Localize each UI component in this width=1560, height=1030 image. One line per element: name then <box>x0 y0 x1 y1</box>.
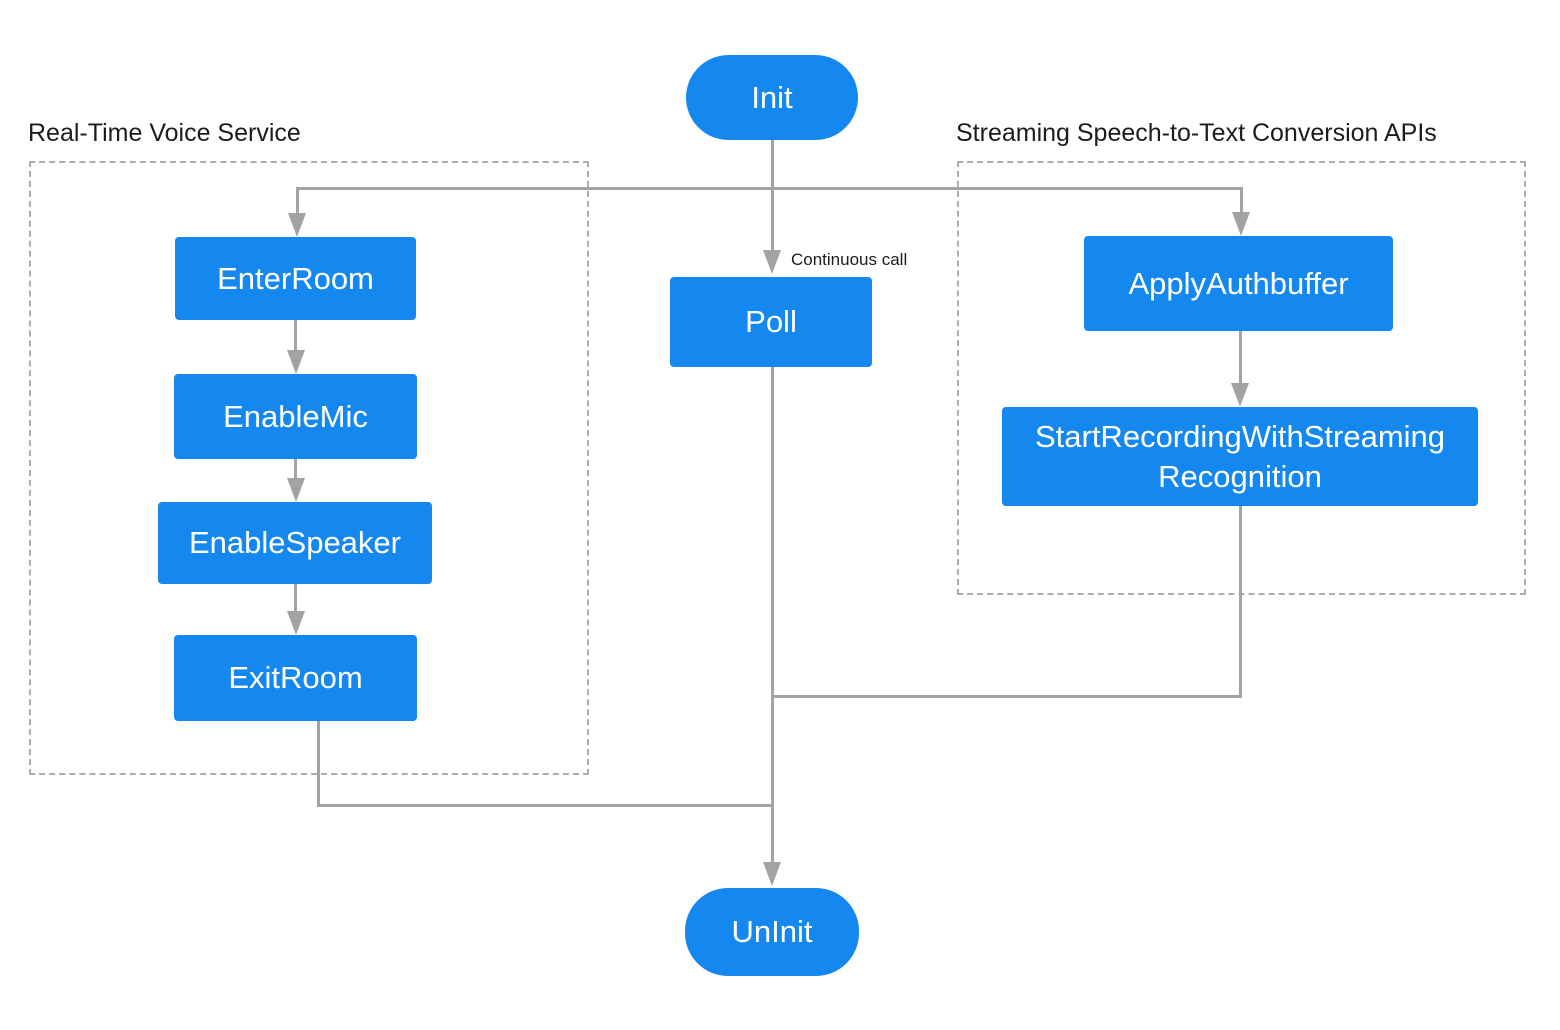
edge-exitroom-down-line <box>316 721 320 807</box>
edge-branch-to-applyauthbuffer-line <box>1239 186 1243 214</box>
edge-applyauthbuffer-to-startrecording-line <box>1238 331 1242 384</box>
node-start-recording-with-streaming-recognition: StartRecordingWithStreaming Recognition <box>1002 407 1478 506</box>
edge-branch-to-enterroom-line <box>295 186 299 215</box>
edge-enterroom-to-enablemic-line <box>294 320 297 351</box>
group-stt-apis <box>957 161 1526 595</box>
group-label-voice-service: Real-Time Voice Service <box>28 119 301 147</box>
node-enter-room: EnterRoom <box>175 237 416 320</box>
node-apply-authbuffer: ApplyAuthbuffer <box>1084 236 1393 331</box>
edge-exitroom-to-stem-line <box>316 803 774 807</box>
arrowhead-into-enterroom-icon <box>288 213 306 237</box>
node-exit-room: ExitRoom <box>174 635 417 721</box>
edge-startrecording-to-stem-line <box>770 695 1242 698</box>
group-voice-service <box>29 161 589 775</box>
node-enable-speaker: EnableSpeaker <box>158 502 432 584</box>
arrowhead-into-exitroom-icon <box>286 611 305 635</box>
edge-init-to-poll-line <box>770 140 774 252</box>
arrowhead-into-startrecording-icon <box>1231 383 1249 407</box>
node-poll: Poll <box>670 277 872 367</box>
node-start-recording-label-line1: StartRecordingWithStreaming <box>1034 419 1446 455</box>
edge-branch-horizontal-line <box>295 186 1243 190</box>
arrowhead-into-poll-icon <box>763 250 781 274</box>
node-start-recording-label-line2: Recognition <box>1158 458 1322 494</box>
arrowhead-into-enablemic-icon <box>286 350 305 374</box>
continuous-call-annotation: Continuous call <box>791 250 908 269</box>
edge-enablespeaker-to-exitroom-line <box>294 584 297 612</box>
node-uninit: UnInit <box>685 888 859 976</box>
arrowhead-into-enablespeaker-icon <box>286 478 305 502</box>
arrowhead-into-applyauthbuffer-icon <box>1232 212 1250 236</box>
edge-poll-to-uninit-line <box>770 367 774 862</box>
arrowhead-into-uninit-icon <box>763 862 781 886</box>
node-enable-mic: EnableMic <box>174 374 417 459</box>
group-label-stt-apis: Streaming Speech-to-Text Conversion APIs <box>956 119 1437 147</box>
node-start-recording-label: StartRecordingWithStreaming Recognition <box>1035 417 1445 495</box>
edge-enablemic-to-enablespeaker-line <box>294 459 297 479</box>
edge-startrecording-down-line <box>1238 506 1242 698</box>
node-init: Init <box>686 55 858 140</box>
